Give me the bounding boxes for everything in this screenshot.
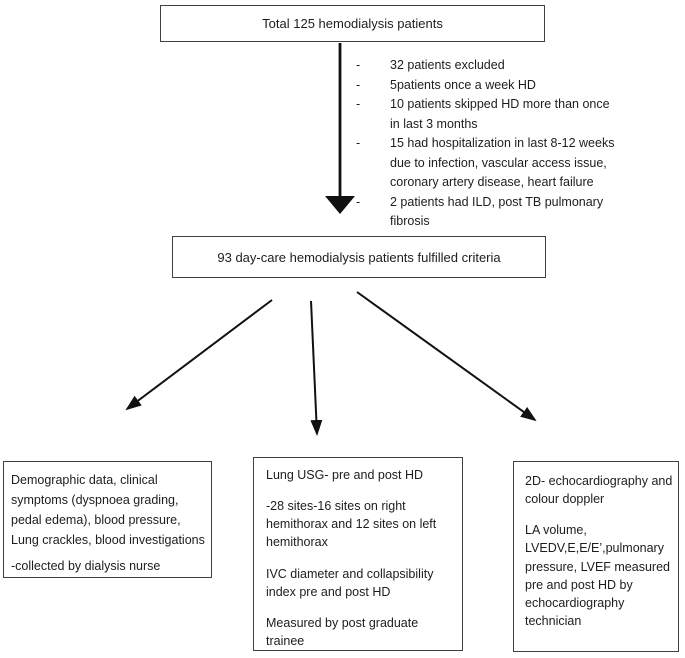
- exclusion-item: - 32 patients excluded: [356, 56, 626, 76]
- dash-bullet: -: [356, 194, 361, 209]
- exclusion-item: - 2 patients had ILD, post TB pulmonary …: [356, 193, 626, 232]
- exclusion-text: 2 patients had ILD, post TB pulmonary fi…: [390, 194, 604, 229]
- echo-measures-text: LA volume, LVEDV,E,E/E’,pulmonary pressu…: [525, 523, 670, 628]
- clinical-data-box: Demographic data, clinical symptoms (dys…: [3, 461, 212, 578]
- down-arrow-head-icon: [325, 196, 355, 214]
- exclusion-item: - 15 had hospitalization in last 8-12 we…: [356, 134, 626, 193]
- dash-bullet: -: [356, 136, 361, 150]
- lung-usg-title-text: Lung USG- pre and post HD: [266, 468, 424, 482]
- exclusion-list: - 32 patients excluded - 5patients once …: [356, 56, 626, 232]
- fulfilled-criteria-box: 93 day-care hemodialysis patients fulfil…: [172, 236, 546, 278]
- lung-usg-sites-text: -28 sites-16 sites on right hemithorax a…: [266, 499, 437, 550]
- lung-usg-box: Lung USG- pre and post HD -28 sites-16 s…: [253, 457, 463, 651]
- fulfilled-criteria-label: 93 day-care hemodialysis patients fulfil…: [217, 249, 501, 265]
- exclusion-item: - 10 patients skipped HD more than once …: [356, 95, 626, 134]
- exclusion-text: 10 patients skipped HD more than once in…: [390, 97, 610, 131]
- exclusion-item: - 5patients once a week HD: [356, 76, 626, 96]
- arrow-to-clinical-box: [125, 299, 273, 411]
- arrow-to-echo-box: [356, 291, 537, 422]
- clinical-collected-by-text: -collected by dialysis nurse: [11, 559, 161, 573]
- dash-bullet: -: [356, 77, 361, 92]
- clinical-data-text: Demographic data, clinical symptoms (dys…: [11, 473, 205, 547]
- echo-title-text: 2D- echocardiography and colour doppler: [525, 474, 673, 507]
- dash-bullet: -: [356, 97, 361, 111]
- exclusion-text: 15 had hospitalization in last 8-12 week…: [390, 136, 615, 189]
- measured-by-text: Measured by post graduate trainee: [266, 615, 419, 648]
- echo-box: 2D- echocardiography and colour doppler …: [513, 461, 679, 652]
- ivc-diameter-text: IVC diameter and collapsibility index pr…: [266, 566, 434, 599]
- exclusion-text: 5patients once a week HD: [390, 77, 536, 92]
- total-patients-label: Total 125 hemodialysis patients: [262, 16, 443, 31]
- exclusion-text: 32 patients excluded: [390, 58, 505, 72]
- arrow-to-lung-usg-box: [310, 300, 323, 436]
- total-patients-box: Total 125 hemodialysis patients: [160, 5, 545, 42]
- dash-bullet: -: [356, 58, 361, 72]
